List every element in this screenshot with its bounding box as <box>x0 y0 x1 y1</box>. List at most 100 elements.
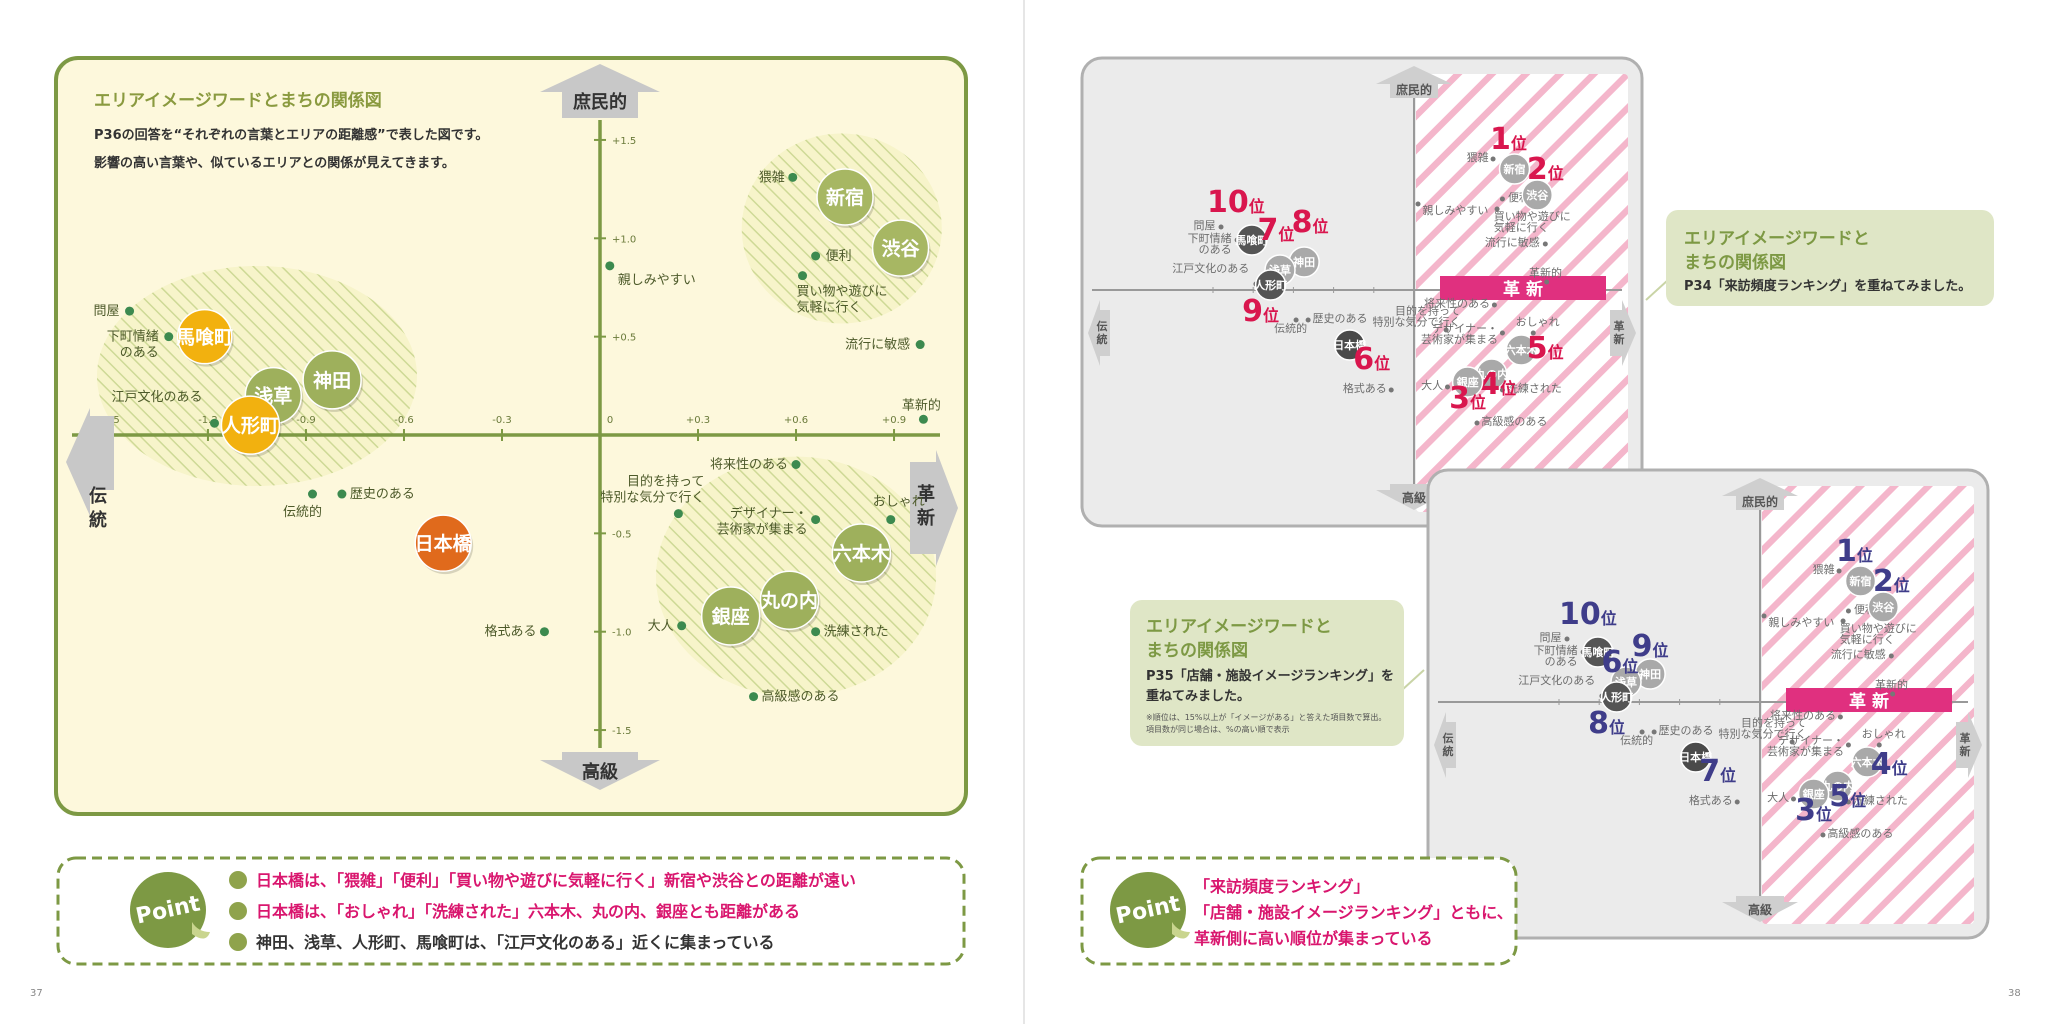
y-tick-label: +0.5 <box>612 333 636 344</box>
word-label: 大人 <box>648 619 674 634</box>
word-label: デザイナー・芸術家が集まる <box>717 506 808 538</box>
area-bubble <box>871 219 930 277</box>
overlay-word-point <box>1876 742 1882 748</box>
word-point <box>209 418 219 428</box>
overlay-word-label: 下町情緒のある <box>1534 643 1578 668</box>
point-box-left: Point 日本橋は、「猥雑」「便利」「買い物や遊びに気軽に行く」新宿や渋谷との… <box>56 856 966 966</box>
area-label: 人形町 <box>222 415 279 437</box>
point-left-bullet-3: 神田、浅草、人形町、馬喰町は、「江戸文化のある」近くに集まっている <box>229 933 775 952</box>
overlay-band-label: 革 新 <box>1503 279 1543 300</box>
overlay-word-label: 大人 <box>1767 790 1789 804</box>
overlay-area-bubble <box>1333 329 1366 361</box>
overlay-area-bubble <box>1582 636 1614 668</box>
arrow-right <box>910 450 958 566</box>
overlay-word-label: 江戸文化のある <box>1172 261 1249 275</box>
word-point <box>886 515 896 525</box>
overlay-rank-label: 6位 <box>1353 342 1390 377</box>
area-label: 日本橋 <box>415 532 473 555</box>
overlay-rank-label: 1位 <box>1836 534 1873 569</box>
overlay-top-label-title: エリアイメージワードとまちの関係図 <box>1684 229 1870 273</box>
overlay-word-point <box>1564 636 1570 642</box>
word-point <box>918 414 928 424</box>
overlay-arrow-bottom <box>1722 896 1798 922</box>
y-tick-label: +1.5 <box>612 136 636 147</box>
y-tick-label: -1.5 <box>612 726 632 737</box>
overlay-top-label-box: エリアイメージワードとまちの関係図 P34「来訪頻度ランキング」を重ねてみました… <box>1645 210 1994 306</box>
overlay-band-label: 革 新 <box>1849 691 1889 712</box>
word-label: 高級感のある <box>762 689 840 705</box>
overlay-area-bubble <box>1679 741 1712 773</box>
overlay-area-label: 丸の内 <box>1820 779 1854 793</box>
overlay-word-point <box>1761 613 1767 619</box>
word-point <box>605 261 615 271</box>
main-chart-description-2: 影響の高い言葉や、似ているエリアとの関係が見えてきます。 <box>94 155 455 171</box>
axis-label-top: 庶民的 <box>573 91 627 113</box>
point-right-line-2: 「店舗・施設イメージランキング」ともに、 <box>1194 903 1513 922</box>
overlay-bottom-label-text: P35「店舗・施設イメージランキング」を重ねてみました。 <box>1146 668 1394 704</box>
main-chart-title: エリアイメージワードとまちの関係図 <box>94 90 382 111</box>
overlay-word-point <box>1530 330 1536 336</box>
overlay-arrow-right <box>1956 712 1982 778</box>
overlay-word-label: 江戸文化のある <box>1518 673 1595 687</box>
overlay-rank-label: 6位 <box>1602 645 1639 680</box>
word-label: おしゃれ <box>873 495 925 510</box>
overlay-axis-label-left: 伝統 <box>1097 319 1108 346</box>
overlay-word-label: おしゃれ <box>1862 727 1906 740</box>
word-label: 猥雑 <box>759 169 785 185</box>
word-point <box>798 271 808 281</box>
y-tick-label: +1.0 <box>612 234 636 245</box>
overlay-area-bubble <box>1600 681 1633 713</box>
overlay-area-label: 渋谷 <box>1526 188 1549 202</box>
overlay-rank-label: 7位 <box>1258 213 1295 248</box>
overlay-area-label: 新宿 <box>1850 574 1872 588</box>
word-label: 革新的 <box>902 397 941 413</box>
overlay-band <box>1440 276 1606 300</box>
y-tick-label: -0.5 <box>612 529 632 540</box>
overlay-word-point <box>1445 384 1450 390</box>
overlay-word-point <box>1491 302 1497 308</box>
axis-label-right: 革新 <box>917 483 935 529</box>
word-point <box>811 515 821 525</box>
overlay-area-label: 銀座 <box>1457 375 1479 389</box>
overlay-word-label: 伝統的 <box>1620 733 1653 747</box>
overlay-rank-label: 3位 <box>1795 793 1832 828</box>
x-tick-label: -1.2 <box>198 415 218 426</box>
point-box-right: Point 「来訪頻度ランキング」 「店舗・施設イメージランキング」ともに、 革… <box>1080 856 1518 966</box>
area-bubble <box>220 395 281 455</box>
word-label: 下町情緒のある <box>107 330 159 361</box>
word-label: 江戸文化のある <box>111 390 202 405</box>
overlay-area-label: 新宿 <box>1504 162 1526 176</box>
point-left-line-2: 日本橋は、「おしゃれ」「洗練された」六本木、丸の内、銀座とも距離がある <box>256 902 800 921</box>
overlay-axis-label-top: 庶民的 <box>1742 494 1778 509</box>
overlay-rank-label: 4位 <box>1479 367 1516 402</box>
overlay-rank-label: 5位 <box>1527 331 1564 366</box>
overlay-bottom-label-box: エリアイメージワードとまちの関係図 P35「店舗・施設イメージランキング」を重ね… <box>1130 600 1425 746</box>
word-point <box>915 340 925 350</box>
overlay-area-bubble <box>1521 179 1554 211</box>
overlay-area-bubble <box>1236 224 1268 256</box>
overlay-word-point <box>1443 327 1449 333</box>
overlay-word-label: 歴史のある <box>1659 724 1714 737</box>
y-tick-label: -1.0 <box>612 628 632 639</box>
area-bubble <box>759 570 820 630</box>
overlay-area-label: 神田 <box>1293 255 1315 269</box>
overlay-arrow-left <box>1434 712 1456 778</box>
area-label: 新宿 <box>826 186 864 209</box>
overlay-axis-label-left: 伝統 <box>1443 731 1454 758</box>
overlay-bottom-label-note: ※順位は、15%以上が「イメージがある」と答えた項目数で算出。項目数が同じ場合は… <box>1146 712 1386 734</box>
x-tick-label: +0.6 <box>784 415 808 426</box>
overlay-word-label: 革新的 <box>1529 266 1562 280</box>
overlay-area-label: 丸の内 <box>1474 367 1508 381</box>
overlay-word-point <box>1845 608 1851 614</box>
overlay-word-label: 格式ある <box>1343 381 1387 395</box>
overlay-rank-label: 3位 <box>1449 381 1486 416</box>
overlay-axis-label-top: 庶民的 <box>1396 82 1432 97</box>
main-chart-panel: エリアイメージワードとまちの関係図 P36の回答を“それぞれの言葉とエリアの距離… <box>54 56 968 816</box>
overlay-arrow-top <box>1722 478 1798 510</box>
area-bubble <box>176 308 233 365</box>
overlay-word-label: 親しみやすい <box>1768 616 1834 629</box>
area-label: 丸の内 <box>760 589 818 612</box>
